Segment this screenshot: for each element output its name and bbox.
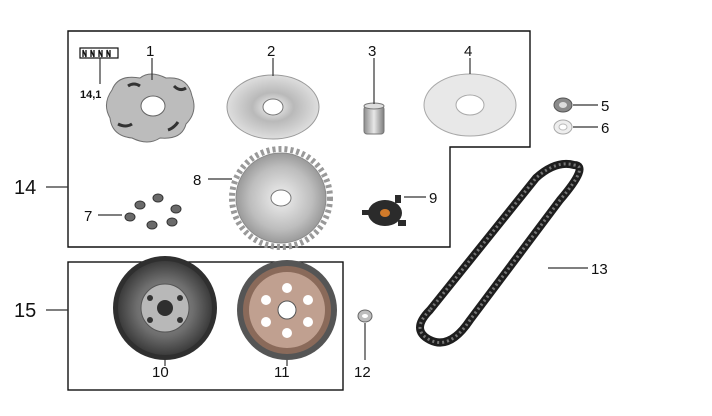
part-12-nut bbox=[357, 309, 373, 323]
callout-11: 11 bbox=[274, 364, 290, 381]
part-2-drive-face bbox=[226, 74, 320, 140]
part-3-sleeve bbox=[363, 102, 385, 135]
part-9-slider bbox=[362, 195, 406, 226]
group-label-14: 14 bbox=[14, 177, 36, 199]
part-4-washer bbox=[423, 73, 517, 137]
part-7-rollers bbox=[124, 193, 182, 230]
part-11-clutch-outer bbox=[237, 260, 337, 360]
part-14-1-spring-strip bbox=[79, 47, 119, 59]
part-13-drive-belt bbox=[416, 159, 584, 347]
callout-6: 6 bbox=[601, 120, 609, 137]
part-8-gear bbox=[229, 146, 333, 250]
callout-12: 12 bbox=[354, 364, 371, 381]
callout-9: 9 bbox=[429, 190, 437, 207]
callout-13: 13 bbox=[591, 261, 608, 278]
group-label-15: 15 bbox=[14, 300, 36, 322]
part-10-clutch bbox=[113, 256, 217, 360]
part-1-drive-plate bbox=[106, 73, 195, 143]
callout-8: 8 bbox=[193, 172, 201, 189]
callout-7: 7 bbox=[84, 208, 92, 225]
callout-1: 1 bbox=[146, 43, 154, 60]
callout-14-1: 14,1 bbox=[80, 89, 101, 101]
part-6-washer bbox=[553, 119, 573, 135]
callout-3: 3 bbox=[368, 43, 376, 60]
callout-2: 2 bbox=[267, 43, 275, 60]
callout-5: 5 bbox=[601, 98, 609, 115]
part-5-nut bbox=[553, 97, 573, 113]
callout-4: 4 bbox=[464, 43, 472, 60]
group-14-frame bbox=[67, 30, 531, 248]
callout-10: 10 bbox=[152, 364, 169, 381]
group-15-frame bbox=[67, 261, 344, 391]
